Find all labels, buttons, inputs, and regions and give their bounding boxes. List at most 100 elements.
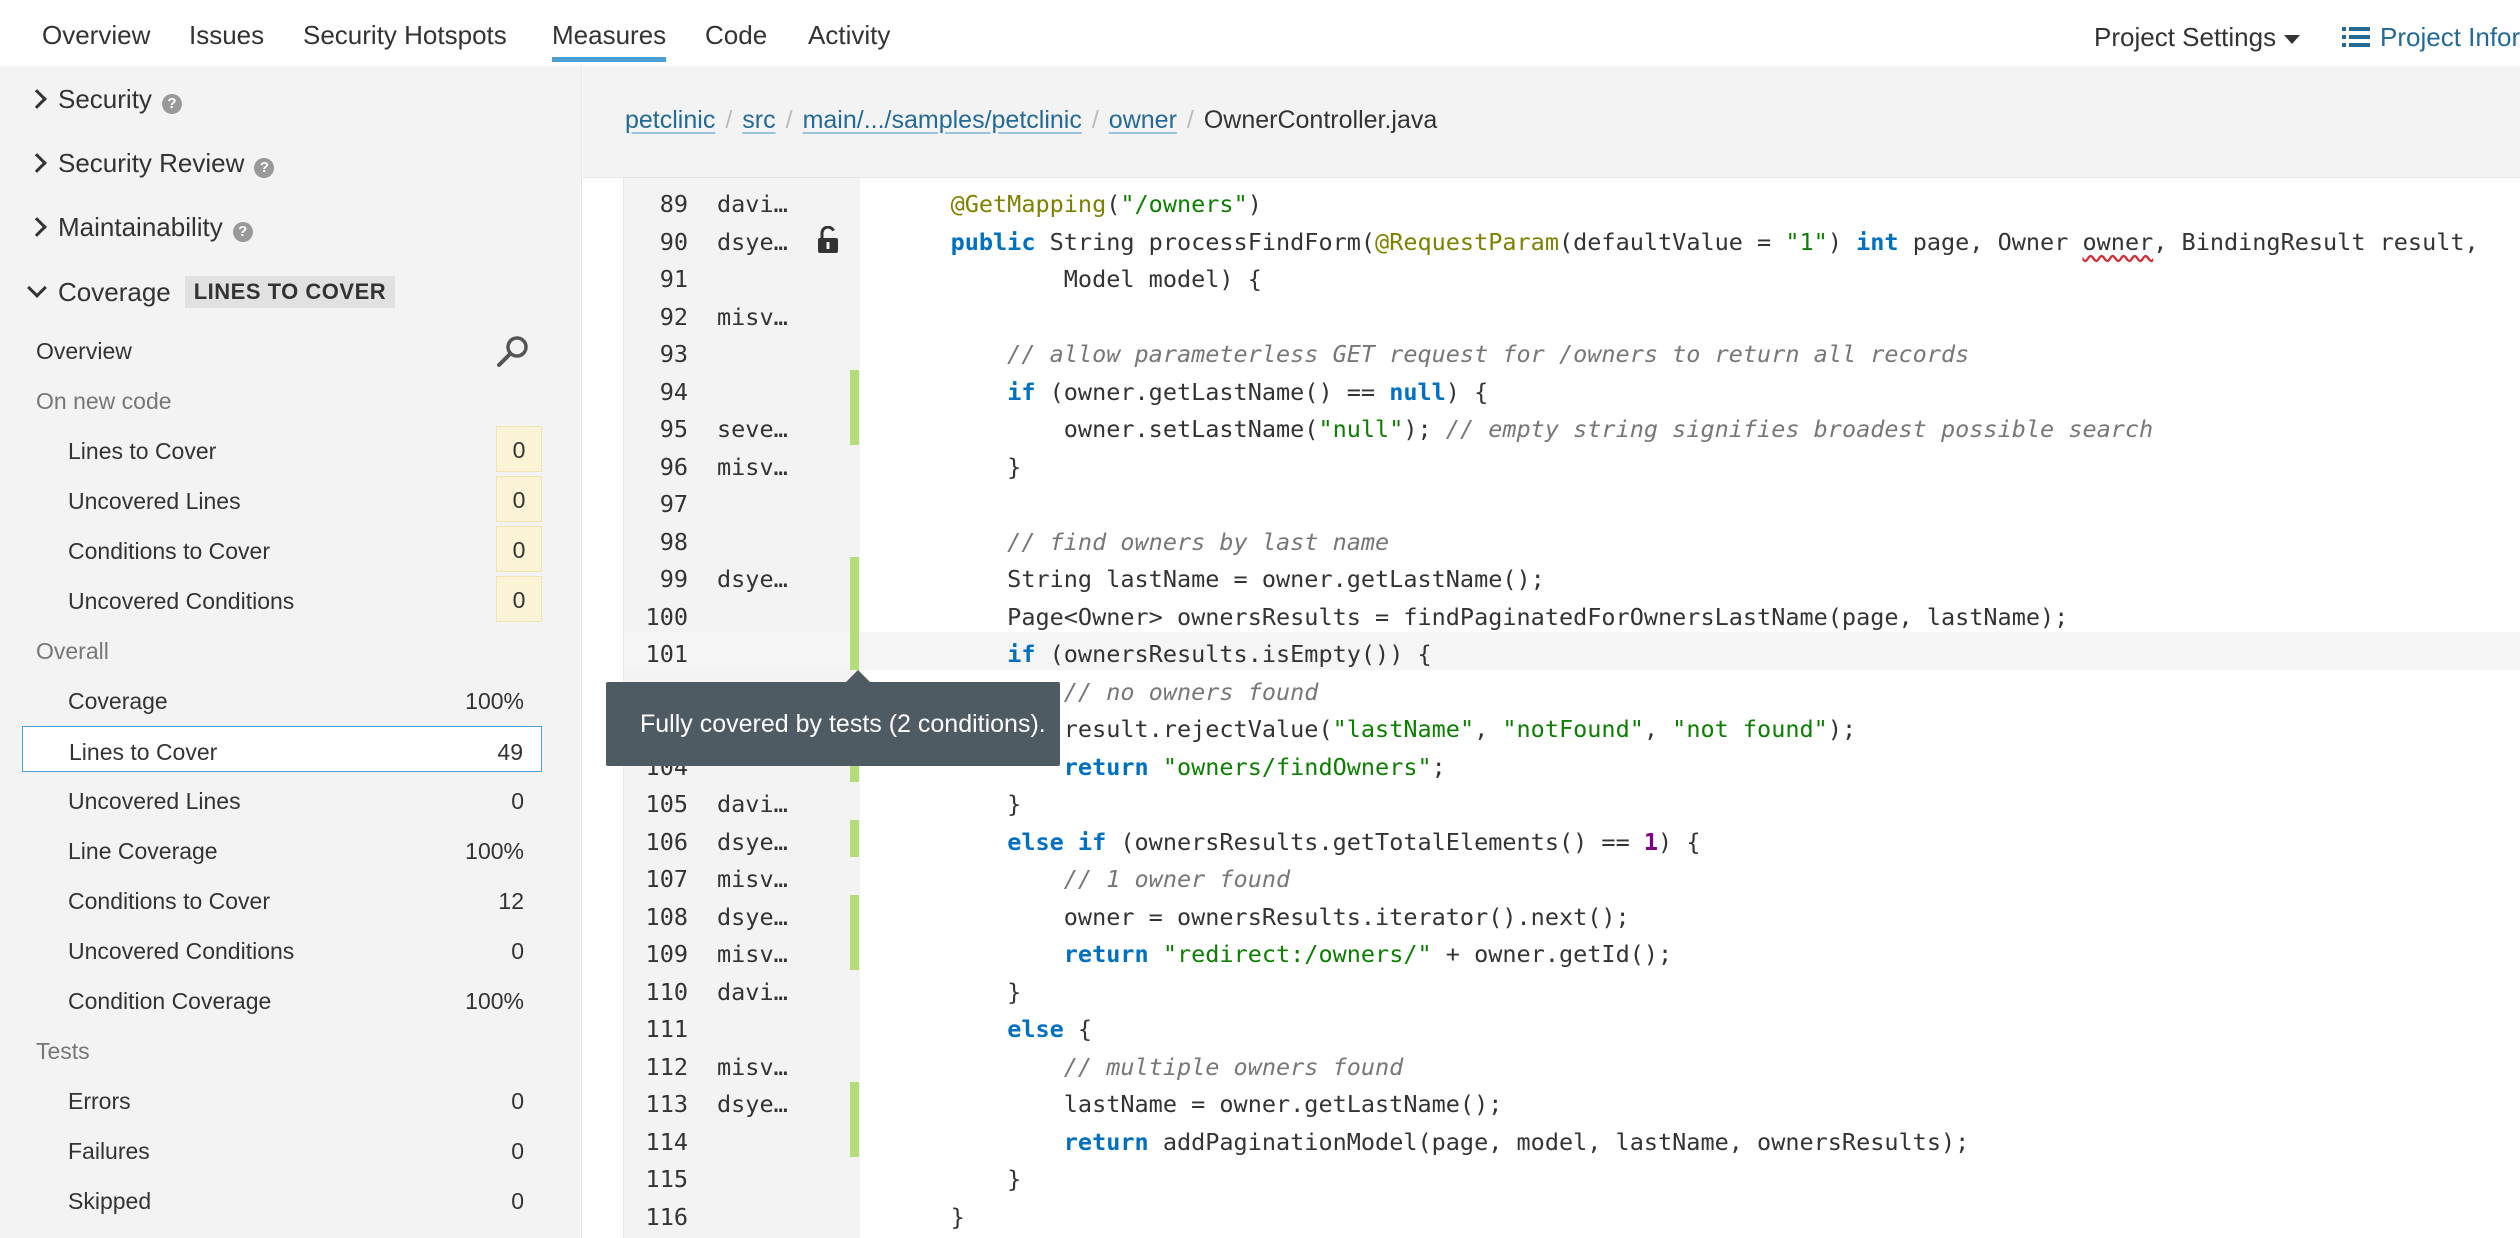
metric-label: Uncovered Lines [68, 788, 241, 814]
line-number[interactable]: 90 [659, 227, 688, 256]
coverage-covered-bar[interactable] [850, 932, 859, 970]
scm-author[interactable]: misv… [717, 1052, 788, 1081]
source-text: // 1 owner found [894, 865, 1290, 893]
scm-author[interactable]: misv… [717, 940, 788, 968]
project-info-link[interactable]: Project Infor [2342, 22, 2520, 53]
magnifier-icon[interactable] [496, 334, 530, 368]
line-number[interactable]: 108 [645, 902, 688, 931]
line-number[interactable]: 96 [659, 452, 688, 481]
line-number[interactable]: 109 [645, 940, 688, 968]
source-text: owner.setLastName("null"); // empty stri… [894, 415, 2153, 443]
line-number[interactable]: 115 [645, 1165, 688, 1193]
line-number[interactable]: 91 [659, 265, 688, 293]
scm-author[interactable]: seve… [717, 415, 788, 443]
code-token: ); [1827, 715, 1857, 743]
line-number[interactable]: 95 [659, 415, 688, 443]
line-number[interactable]: 105 [645, 790, 688, 818]
tab-activity[interactable]: Activity [808, 20, 891, 50]
coverage-covered-bar[interactable] [850, 819, 859, 857]
code-token: ( [1106, 190, 1121, 218]
scm-author[interactable]: dsye… [717, 227, 788, 256]
tab-security-hotspots[interactable]: Security Hotspots [303, 20, 507, 50]
line-number[interactable]: 107 [645, 865, 688, 893]
coverage-covered-bar[interactable] [850, 1119, 859, 1157]
coverage-covered-bar[interactable] [850, 557, 859, 595]
metric-label: Uncovered Lines [68, 488, 241, 514]
line-number[interactable]: 112 [645, 1052, 688, 1081]
line-number[interactable]: 94 [659, 377, 688, 406]
coverage-covered-bar[interactable] [850, 894, 859, 932]
project-settings-dropdown[interactable]: Project Settings [2094, 22, 2301, 53]
code-token: if [1007, 640, 1036, 668]
domain-security-review[interactable]: Security Review? [27, 148, 275, 179]
scm-author[interactable]: davi… [717, 977, 788, 1006]
line-number[interactable]: 98 [659, 527, 688, 556]
scm-author[interactable]: dsye… [717, 565, 788, 593]
line-number[interactable]: 110 [645, 977, 688, 1006]
line-number[interactable]: 106 [645, 827, 688, 856]
help-icon[interactable]: ? [254, 158, 275, 178]
coverage-covered-bar[interactable] [850, 594, 859, 632]
code-token [894, 1015, 1007, 1043]
scm-author[interactable]: misv… [717, 452, 788, 481]
help-icon[interactable]: ? [161, 94, 182, 114]
scm-author[interactable]: davi… [717, 790, 788, 818]
line-number[interactable]: 101 [645, 640, 688, 668]
line-number[interactable]: 111 [645, 1015, 688, 1043]
tab-issues[interactable]: Issues [189, 20, 265, 50]
code-token: @GetMapping [894, 190, 1107, 218]
tab-overview[interactable]: Overview [42, 20, 151, 50]
unlock-icon[interactable] [816, 225, 840, 254]
line-number[interactable]: 89 [659, 190, 688, 218]
source-text: lastName = owner.getLastName(); [894, 1090, 1503, 1118]
help-icon[interactable]: ? [232, 222, 253, 242]
breadcrumb-link-project[interactable]: petclinic [625, 106, 716, 134]
domain-label: Security Review [58, 148, 245, 178]
line-number[interactable]: 113 [645, 1090, 688, 1118]
line-number[interactable]: 100 [645, 602, 688, 631]
line-number[interactable]: 116 [645, 1202, 688, 1231]
line-number[interactable]: 93 [659, 340, 688, 368]
line-number[interactable]: 99 [659, 565, 688, 593]
coverage-covered-bar[interactable] [850, 632, 859, 670]
scm-author[interactable]: dsye… [717, 1090, 788, 1118]
line-number[interactable]: 92 [659, 302, 688, 331]
domain-maintainability[interactable]: Maintainability? [27, 212, 253, 243]
coverage-covered-bar[interactable] [850, 369, 859, 407]
coverage-overview-link[interactable]: Overview [36, 338, 132, 364]
metric-label: Uncovered Conditions [68, 938, 295, 964]
domain-security[interactable]: Security? [27, 84, 182, 115]
metric-value: 0 [511, 1188, 524, 1214]
coverage-covered-bar[interactable] [850, 1082, 859, 1120]
breadcrumb-link-package[interactable]: main/.../samples/petclinic [802, 106, 1082, 134]
breadcrumb-link-owner[interactable]: owner [1108, 106, 1177, 134]
scm-author[interactable]: dsye… [717, 827, 788, 856]
coverage-covered-bar[interactable] [850, 407, 859, 445]
chevron-right-icon [27, 89, 47, 109]
tab-measures[interactable]: Measures [552, 20, 667, 62]
breadcrumb-link-src[interactable]: src [742, 106, 776, 134]
line-number[interactable]: 114 [645, 1127, 688, 1156]
scm-author[interactable]: dsye… [717, 902, 788, 931]
tab-code[interactable]: Code [705, 20, 768, 50]
line-number[interactable]: 97 [659, 490, 688, 518]
scm-author[interactable]: misv… [717, 865, 788, 893]
scm-author[interactable]: misv… [717, 302, 788, 331]
scm-author[interactable]: davi… [717, 190, 788, 218]
